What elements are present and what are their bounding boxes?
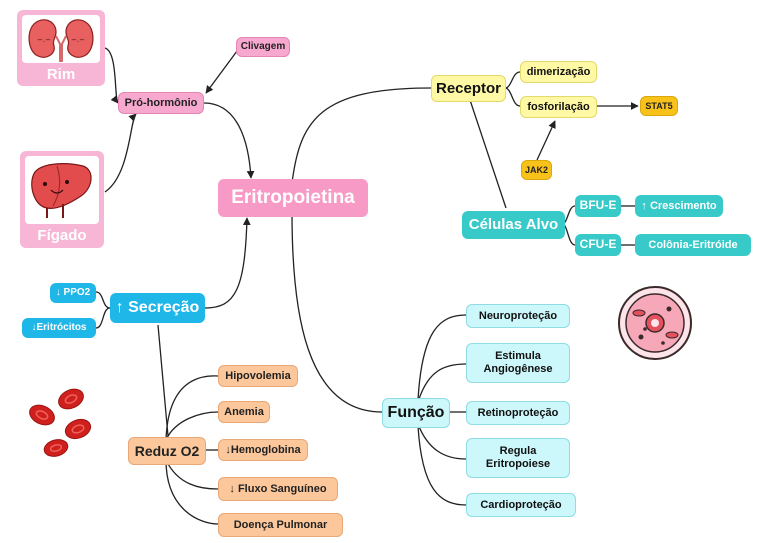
liver-icon	[31, 163, 92, 218]
hipovolemia-node: Hipovolemia	[218, 365, 298, 387]
eritrocitos-node: ↓Eritrócitos	[22, 318, 96, 338]
funcao-node: Função	[382, 398, 450, 428]
liver-image	[25, 156, 99, 224]
rim-label: Rim	[46, 66, 76, 83]
retinoprotecao-node: Retinoproteção	[466, 401, 570, 425]
fluxo-sanguineo-node: ↓ Fluxo Sanguíneo	[218, 477, 338, 501]
red-blood-cells-illustration	[29, 388, 92, 457]
jak2-node: JAK2	[521, 160, 552, 180]
crescimento-node: ↑ Crescimento	[635, 195, 723, 217]
cell-illustration	[618, 286, 692, 360]
cfu-e-node: CFU-E	[575, 234, 621, 256]
svg-text:−.−: −.−	[37, 36, 51, 44]
svg-text:−.−: −.−	[71, 36, 85, 44]
bfu-e-node: BFU-E	[575, 195, 621, 217]
receptor-node: Receptor	[431, 75, 506, 102]
fosforilacao-node: fosforilação	[520, 96, 597, 118]
anemia-node: Anemia	[218, 401, 270, 423]
kidney-icon: −.− −.−	[28, 19, 94, 62]
ppo2-node: ↓ PPO2	[50, 283, 96, 303]
celulas-alvo-node: Células Alvo	[462, 211, 565, 239]
eritropoiese-node: Regula Eritropoiese	[466, 438, 570, 478]
pro-hormonio-node: Pró-hormônio	[118, 92, 204, 114]
kidney-image: −.− −.−	[22, 15, 100, 63]
cardioprotecao-node: Cardioproteção	[466, 493, 576, 517]
figado-card: Fígado	[20, 151, 104, 248]
colonia-eritroide-node: Colônia-Eritróide	[635, 234, 751, 256]
rim-card: −.− −.− Rim	[17, 10, 105, 86]
stat5-node: STAT5	[640, 96, 678, 116]
dimerizacao-node: dimerização	[520, 61, 597, 83]
eritropoietina-central-node: Eritropoietina	[218, 179, 368, 217]
doenca-pulmonar-node: Doença Pulmonar	[218, 513, 343, 537]
secrecao-node: ↑ Secreção	[110, 293, 205, 323]
reduz-o2-node: Reduz O2	[128, 437, 206, 465]
angiogenese-node: Estimula Angiogênese	[466, 343, 570, 383]
hemoglobina-node: ↓Hemoglobina	[218, 439, 308, 461]
clivagem-node: Clivagem	[236, 37, 290, 57]
figado-label: Fígado	[37, 227, 87, 244]
neuroprotecao-node: Neuroproteção	[466, 304, 570, 328]
